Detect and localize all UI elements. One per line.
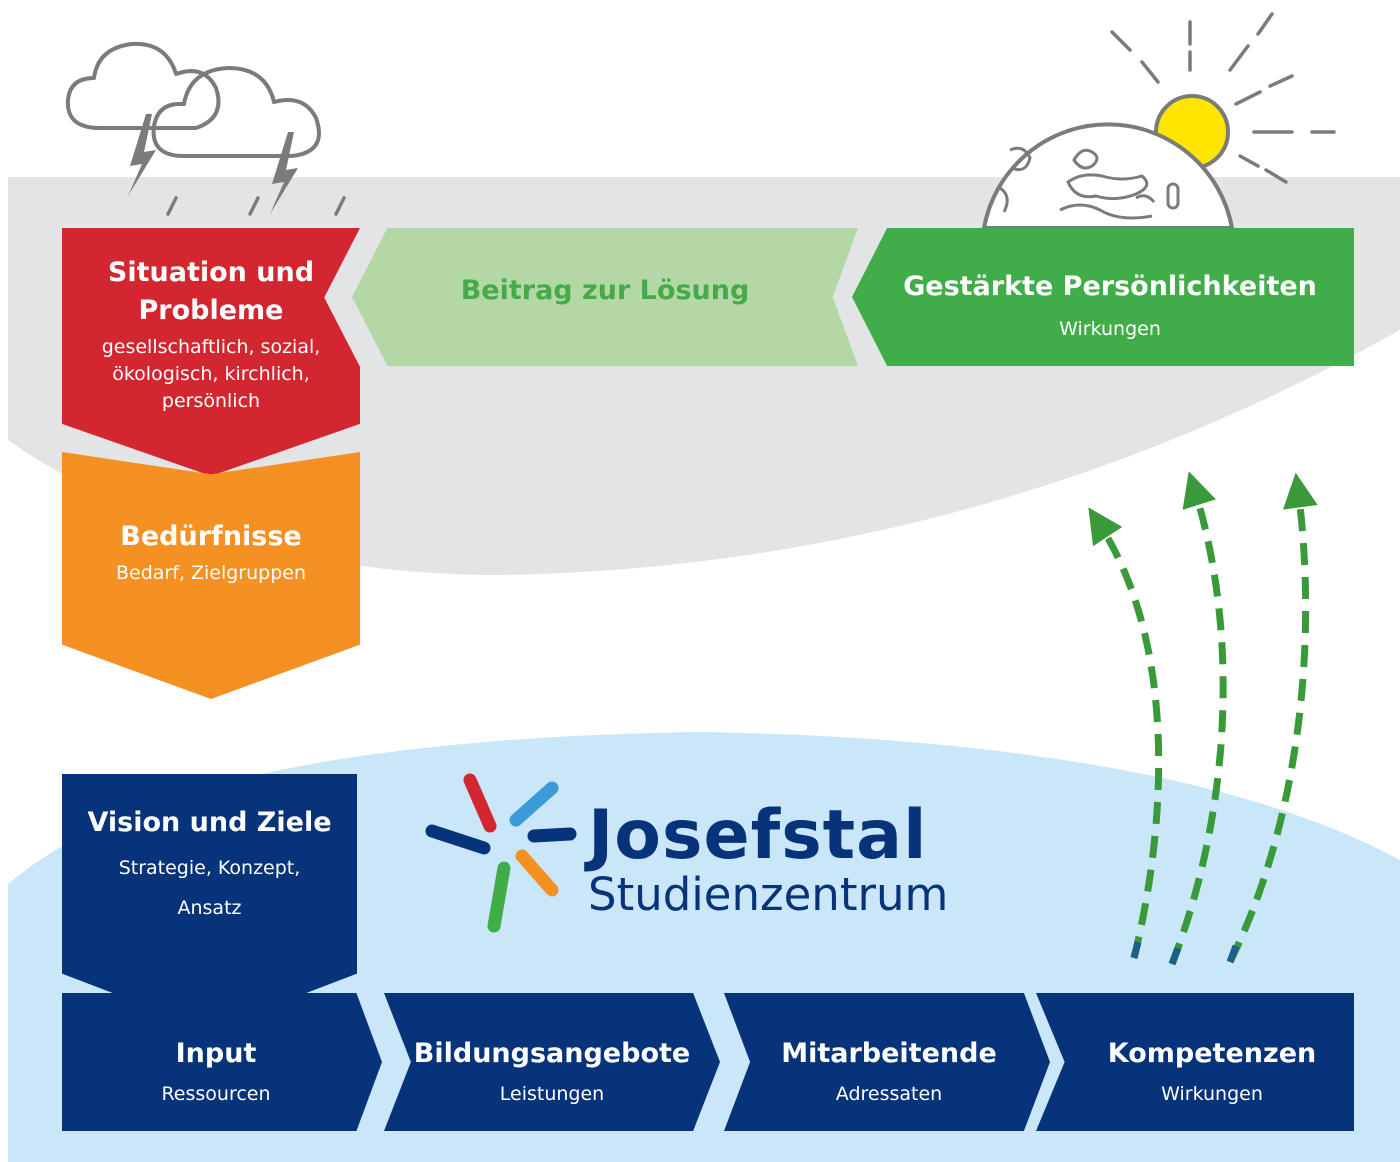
beduerfnisse-box: Bedürfnisse Bedarf, Zielgruppen bbox=[62, 452, 360, 699]
chain-step-title: Kompetenzen bbox=[1107, 1038, 1317, 1069]
logo-brand: Josefstal bbox=[588, 796, 928, 875]
chain-step-kompetenzen: Kompetenzen Wirkungen bbox=[1036, 993, 1354, 1131]
globe-icon bbox=[981, 122, 1235, 230]
rain-lines bbox=[166, 196, 346, 216]
logo: Josefstal Studienzentrum bbox=[588, 800, 948, 918]
gestaerkte-arrow: Gestärkte Persönlichkeiten Wirkungen bbox=[852, 228, 1354, 366]
chain-step-bildungsangebote: Bildungsangebote Leistungen bbox=[384, 993, 720, 1131]
dashed-arrow-icon bbox=[1088, 471, 1318, 966]
vision-title: Vision und Ziele bbox=[87, 807, 332, 838]
lightning-icon bbox=[128, 114, 298, 214]
beduerfnisse-title: Bedürfnisse bbox=[120, 521, 302, 552]
situation-box: Situation und Probleme gesellschaftlich,… bbox=[62, 228, 360, 476]
gestaerkte-sub: Wirkungen bbox=[1059, 318, 1161, 340]
situation-title: Situation und Probleme bbox=[107, 257, 315, 326]
chain-step-sub: Adressaten bbox=[835, 1083, 943, 1105]
chain-step-sub: Ressourcen bbox=[161, 1083, 271, 1105]
vision-box: Vision und Ziele Strategie, Konzept, Ans… bbox=[62, 774, 357, 1030]
chain-step-title: Input bbox=[175, 1038, 257, 1069]
dashed-arrow-tails bbox=[1130, 941, 1240, 966]
situation-sub: gesellschaftlich, sozial, ökologisch, ki… bbox=[101, 336, 321, 412]
beitrag-title: Beitrag zur Lösung bbox=[460, 275, 750, 306]
chain-step-sub: Leistungen bbox=[499, 1083, 605, 1105]
storm-clouds-icon bbox=[65, 41, 321, 158]
chain-step-sub: Wirkungen bbox=[1161, 1083, 1263, 1105]
logo-star-icon bbox=[425, 773, 577, 933]
gestaerkte-title: Gestärkte Persönlichkeiten bbox=[903, 271, 1317, 302]
chain-step-input: Input Ressourcen bbox=[62, 993, 382, 1131]
beduerfnisse-sub: Bedarf, Zielgruppen bbox=[115, 562, 307, 584]
chain-step-mitarbeitende: Mitarbeitende Adressaten bbox=[724, 993, 1050, 1131]
chain-step-title: Bildungsangebote bbox=[413, 1038, 691, 1069]
beitrag-arrow: Beitrag zur Lösung bbox=[352, 228, 858, 366]
logo-subtitle: Studienzentrum bbox=[588, 868, 949, 921]
chain-step-title: Mitarbeitende bbox=[781, 1038, 997, 1069]
vision-sub: Strategie, Konzept, Ansatz bbox=[118, 857, 301, 919]
